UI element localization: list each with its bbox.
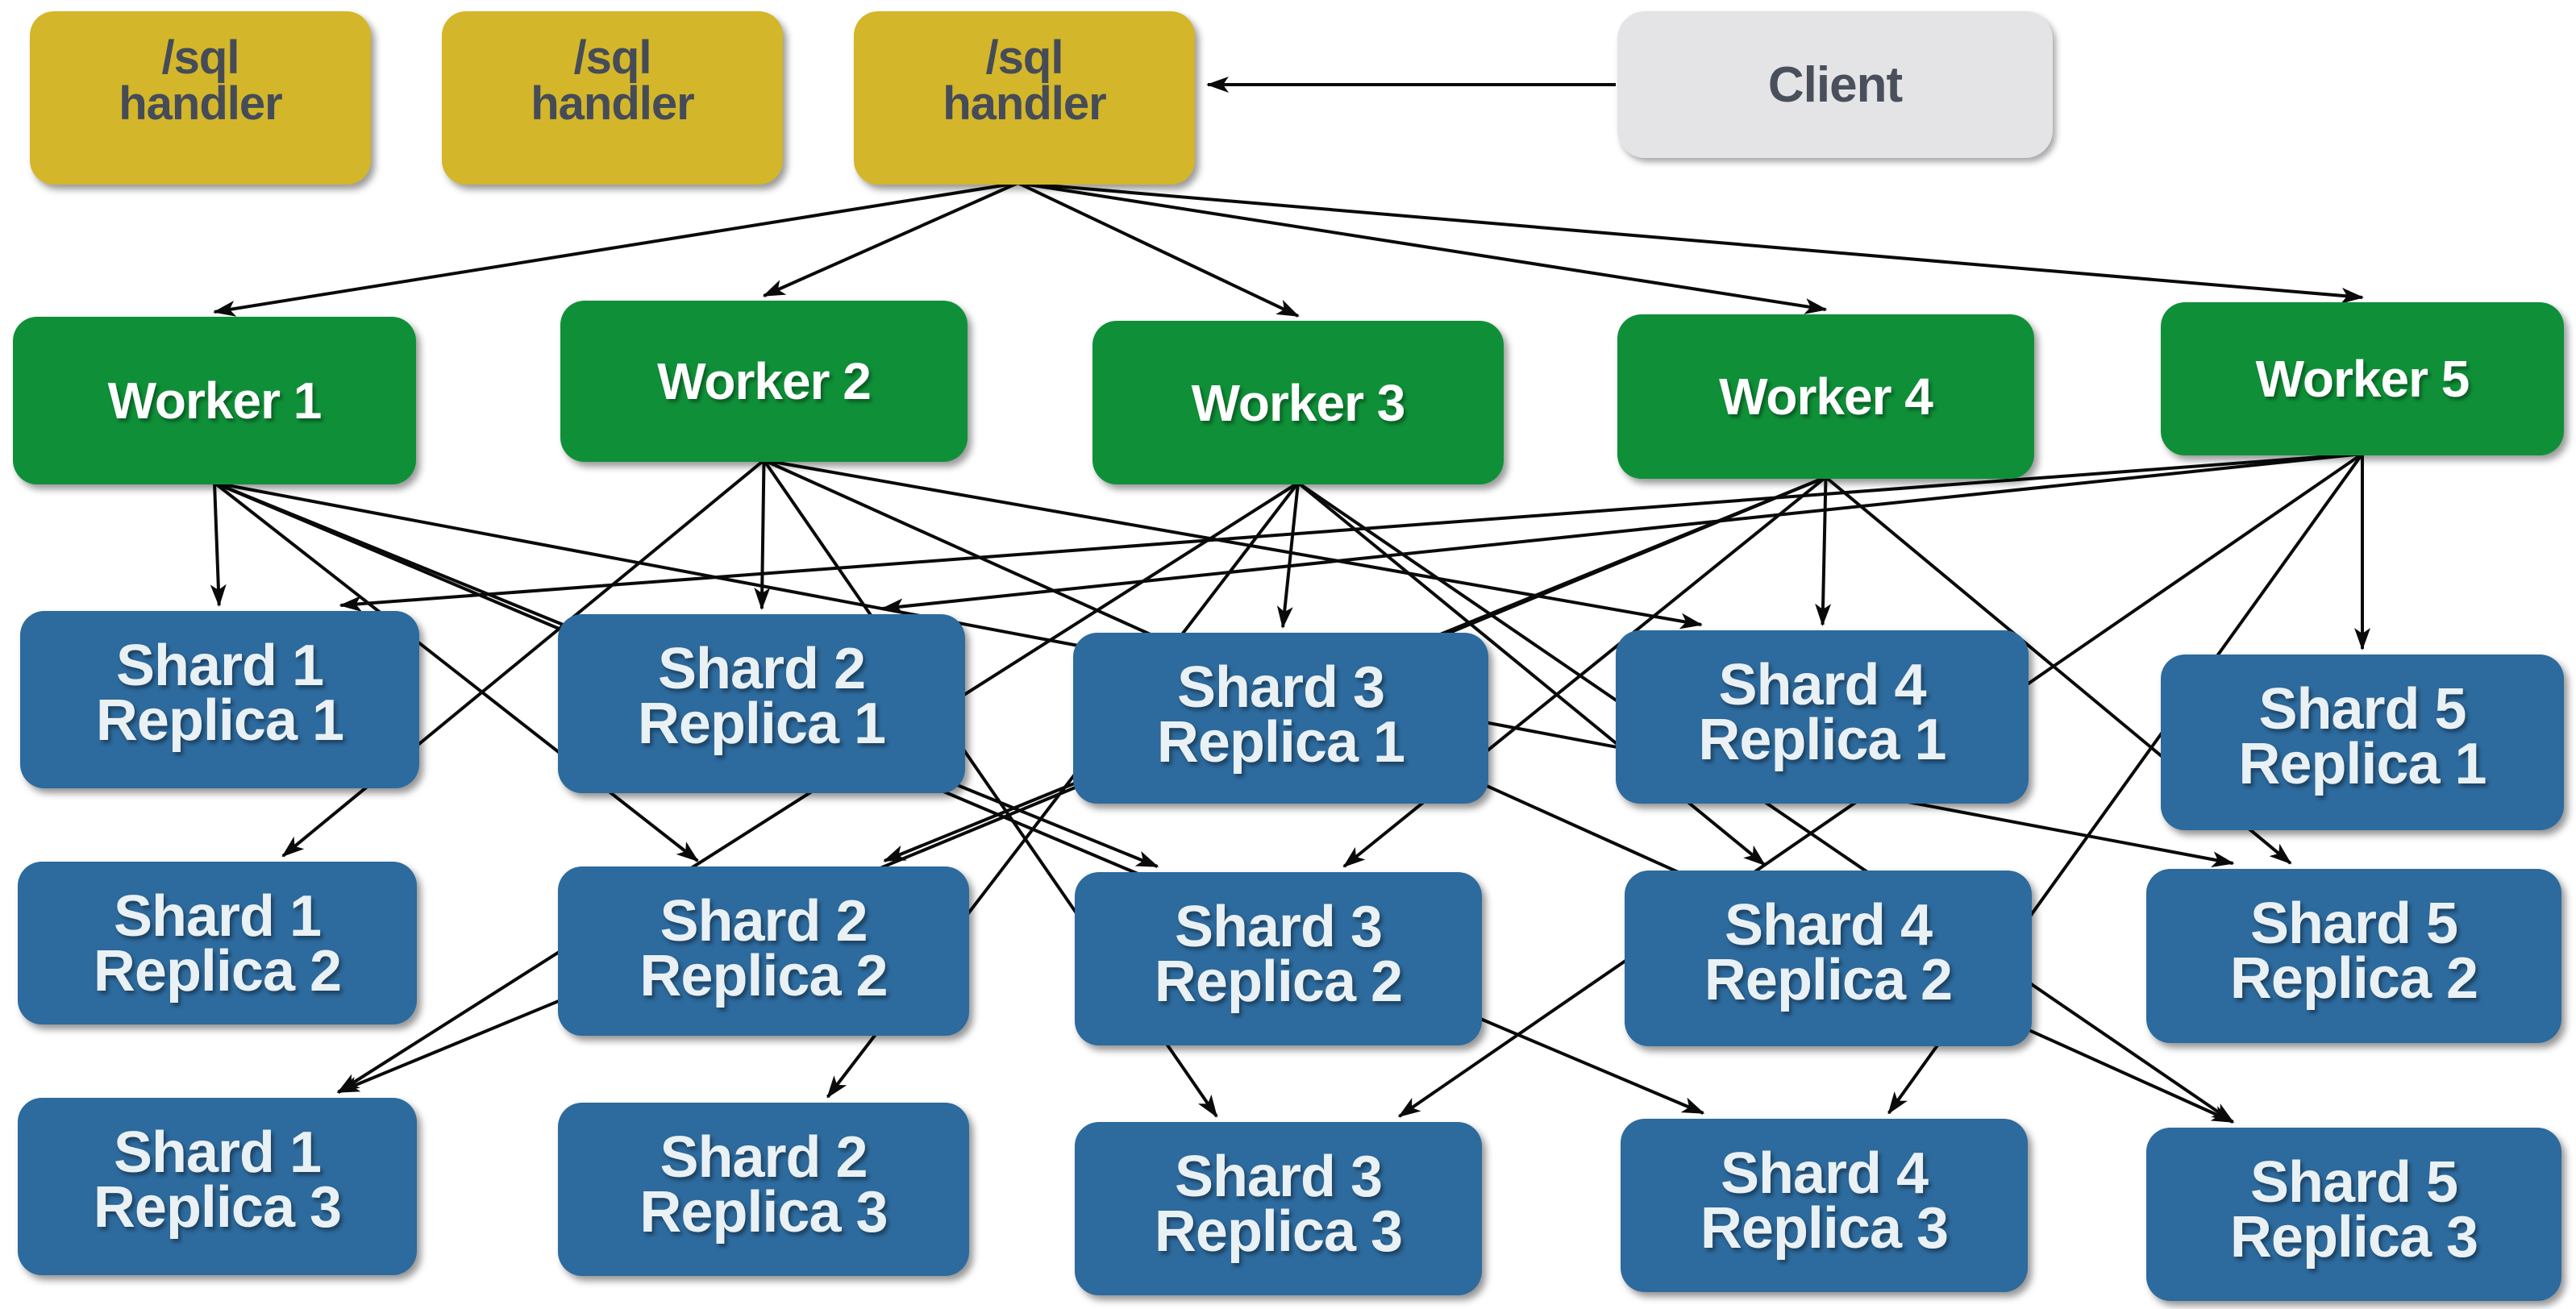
shard-1-replica-3-box: Shard 1 Replica 3 <box>18 1098 417 1275</box>
shard-5-replica-2-shard-label: Shard 5 <box>2249 891 2458 956</box>
sql-handler-2-label-line2: handler <box>531 77 694 130</box>
shard-3-replica-1-replica-label: Replica 1 <box>1156 710 1405 775</box>
shard-2-replica-3-box: Shard 2 Replica 3 <box>558 1103 969 1276</box>
shard-2-replica-1-box: Shard 2 Replica 1 <box>558 614 965 793</box>
shard-2-replica-2-replica-label: Replica 2 <box>639 944 888 1009</box>
sql-handler-1-label-line1: /sql <box>161 31 240 84</box>
sql-handler-1-label-line2: handler <box>119 77 282 130</box>
sql-handler-2-label-line1: /sql <box>573 31 652 84</box>
shard-3-replica-3-replica-label: Replica 3 <box>1154 1199 1403 1265</box>
shard-3-replica-2-replica-label: Replica 2 <box>1154 950 1403 1015</box>
shard-3-replica-1-shard-label: Shard 3 <box>1176 655 1385 720</box>
shard-2-replica-2-box: Shard 2 Replica 2 <box>558 866 969 1036</box>
shard-3-replica-2-box: Shard 3 Replica 2 <box>1075 872 1482 1045</box>
worker-4-box: Worker 4 <box>1617 314 2034 479</box>
shard-1-replica-1-box: Shard 1 Replica 1 <box>20 611 419 788</box>
shard-5-replica-3-replica-label: Replica 3 <box>2229 1205 2478 1270</box>
worker-5-label: Worker 5 <box>2255 350 2470 408</box>
shard-2-replica-1-shard-label: Shard 2 <box>657 637 866 701</box>
shard-4-replica-3-shard-label: Shard 4 <box>1720 1141 1929 1206</box>
shard-5-replica-1-shard-label: Shard 5 <box>2258 677 2466 742</box>
shard-4-replica-1-replica-label: Replica 1 <box>1698 708 1946 773</box>
shard-5-replica-2-replica-label: Replica 2 <box>2229 946 2478 1012</box>
shard-3-replica-3-box: Shard 3 Replica 3 <box>1075 1122 1482 1295</box>
worker-1-box: Worker 1 <box>13 317 416 484</box>
shard-1-replica-2-box: Shard 1 Replica 2 <box>18 862 417 1024</box>
shard-3-replica-2-shard-label: Shard 3 <box>1174 895 1383 959</box>
worker-3-box: Worker 3 <box>1092 321 1504 484</box>
client-label: Client <box>1767 56 1903 113</box>
sql-handler-2-box: /sql handler <box>442 11 783 185</box>
shard-3-replica-3-shard-label: Shard 3 <box>1174 1145 1383 1209</box>
shard-5-replica-3-box: Shard 5 Replica 3 <box>2146 1128 2561 1301</box>
shard-4-replica-2-replica-label: Replica 2 <box>1704 948 1953 1013</box>
worker-4-label: Worker 4 <box>1719 368 1933 426</box>
shard-2-replica-2-shard-label: Shard 2 <box>660 889 868 954</box>
worker-1-label: Worker 1 <box>107 372 323 430</box>
shard-4-replica-1-shard-label: Shard 4 <box>1718 653 1926 717</box>
shard-4-replica-1-box: Shard 4 Replica 1 <box>1616 630 2029 804</box>
shard-5-replica-1-replica-label: Replica 1 <box>2238 732 2487 797</box>
shard-1-replica-2-shard-label: Shard 1 <box>113 884 322 949</box>
shard-4-replica-2-box: Shard 4 Replica 2 <box>1625 871 2032 1046</box>
worker-2-label: Worker 2 <box>657 352 872 410</box>
client-box: Client <box>1617 11 2053 158</box>
sql-handler-1-box: /sql handler <box>30 11 371 185</box>
shard-1-replica-3-replica-label: Replica 3 <box>93 1175 342 1240</box>
worker-5-box: Worker 5 <box>2161 302 2564 455</box>
worker-2-box: Worker 2 <box>560 301 968 462</box>
shard-1-replica-1-shard-label: Shard 1 <box>115 634 324 698</box>
shard-1-replica-2-replica-label: Replica 2 <box>93 939 342 1004</box>
shard-1-replica-1-replica-label: Replica 1 <box>95 688 344 754</box>
sql-handler-3-label-line1: /sql <box>985 31 1064 84</box>
shard-1-replica-3-shard-label: Shard 1 <box>113 1120 322 1185</box>
shard-4-replica-3-box: Shard 4 Replica 3 <box>1621 1119 2028 1292</box>
shard-3-replica-1-box: Shard 3 Replica 1 <box>1073 633 1488 804</box>
shard-2-replica-3-shard-label: Shard 2 <box>660 1125 868 1190</box>
shard-2-replica-3-replica-label: Replica 3 <box>639 1180 888 1245</box>
sql-handler-3-box: /sql handler <box>854 11 1195 185</box>
shard-5-replica-3-shard-label: Shard 5 <box>2249 1150 2458 1215</box>
shard-5-replica-1-box: Shard 5 Replica 1 <box>2161 654 2564 830</box>
shard-5-replica-2-box: Shard 5 Replica 2 <box>2146 869 2561 1043</box>
worker-3-label: Worker 3 <box>1191 373 1406 432</box>
shard-4-replica-2-shard-label: Shard 4 <box>1724 893 1933 958</box>
sql-handler-3-label-line2: handler <box>943 77 1106 130</box>
shard-4-replica-3-replica-label: Replica 3 <box>1700 1196 1949 1261</box>
shard-2-replica-1-replica-label: Replica 1 <box>637 692 886 757</box>
